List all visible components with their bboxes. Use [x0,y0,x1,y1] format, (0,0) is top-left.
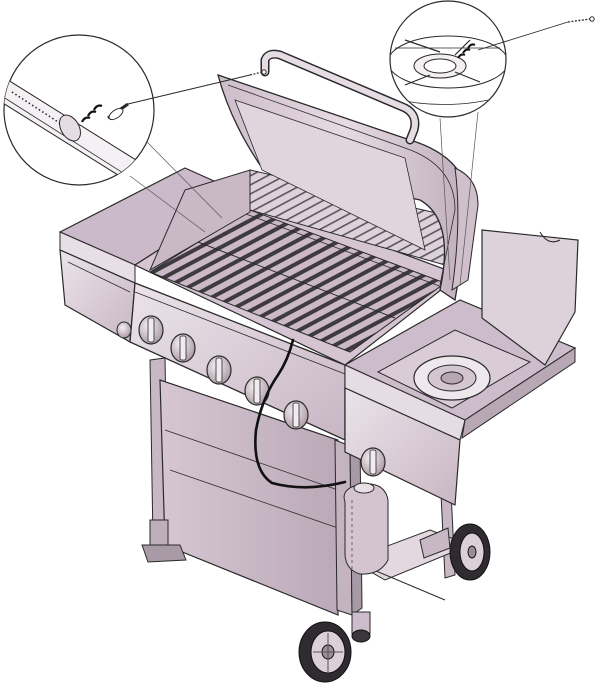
callout-leaders [129,111,479,286]
igniter-button [116,321,132,339]
propane-tank [343,482,389,575]
burner-knob-2 [170,333,196,363]
front-caster [351,611,371,643]
cart-frame [141,357,472,616]
side-burner-lid [481,229,579,366]
lid-handle [262,51,418,143]
rear-wheel [449,523,491,581]
front-wheel [298,621,352,683]
burner-knob-5 [283,400,309,430]
firebox [129,169,462,442]
burner-knob-4 [244,376,270,406]
burner-knob-1 [138,315,164,345]
burner-knob-3 [206,355,232,385]
igniter-wire [254,338,347,489]
side-burner-knob [360,447,386,477]
side-burner-shelf [343,229,579,506]
left-foot [141,544,187,563]
side-burner-ignition-callout [389,0,595,118]
control-knobs [116,315,386,477]
main-burner-ignition-callout [3,34,267,186]
grill-lid [217,49,479,302]
